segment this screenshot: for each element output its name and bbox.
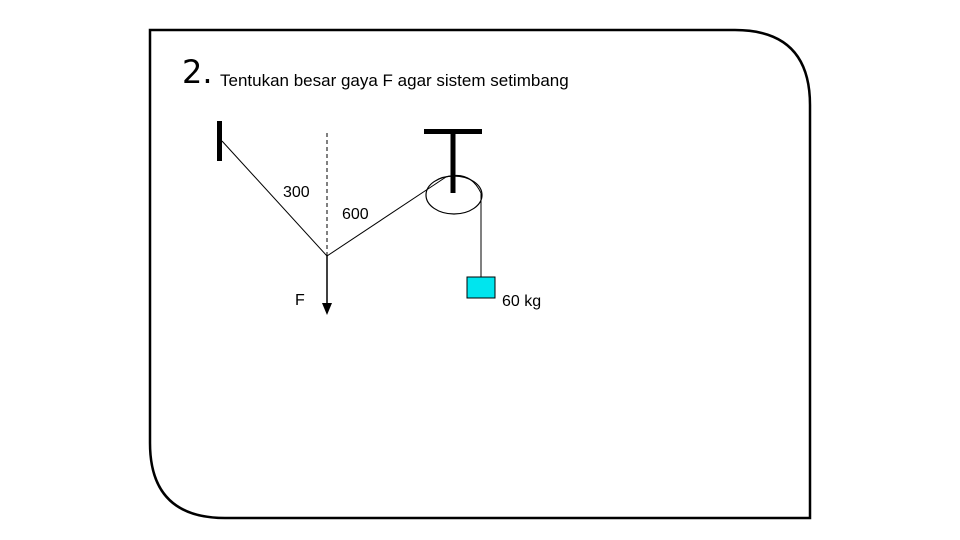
wall-mount xyxy=(217,121,222,161)
pulley xyxy=(425,175,483,215)
question-number: 2. xyxy=(182,53,213,91)
angle-right-label: 600 xyxy=(342,206,369,223)
question-text: Tentukan besar gaya F agar sistem setimb… xyxy=(220,71,569,90)
rope-right xyxy=(326,176,447,257)
rope-left xyxy=(221,140,328,257)
hanging-block xyxy=(466,276,496,299)
force-label: F xyxy=(295,292,305,309)
slide-frame xyxy=(148,28,812,520)
angle-left-label: 300 xyxy=(283,184,310,201)
rope-over-pulley xyxy=(445,174,482,194)
force-arrow-head xyxy=(322,303,332,315)
mass-label: 60 kg xyxy=(502,293,542,310)
